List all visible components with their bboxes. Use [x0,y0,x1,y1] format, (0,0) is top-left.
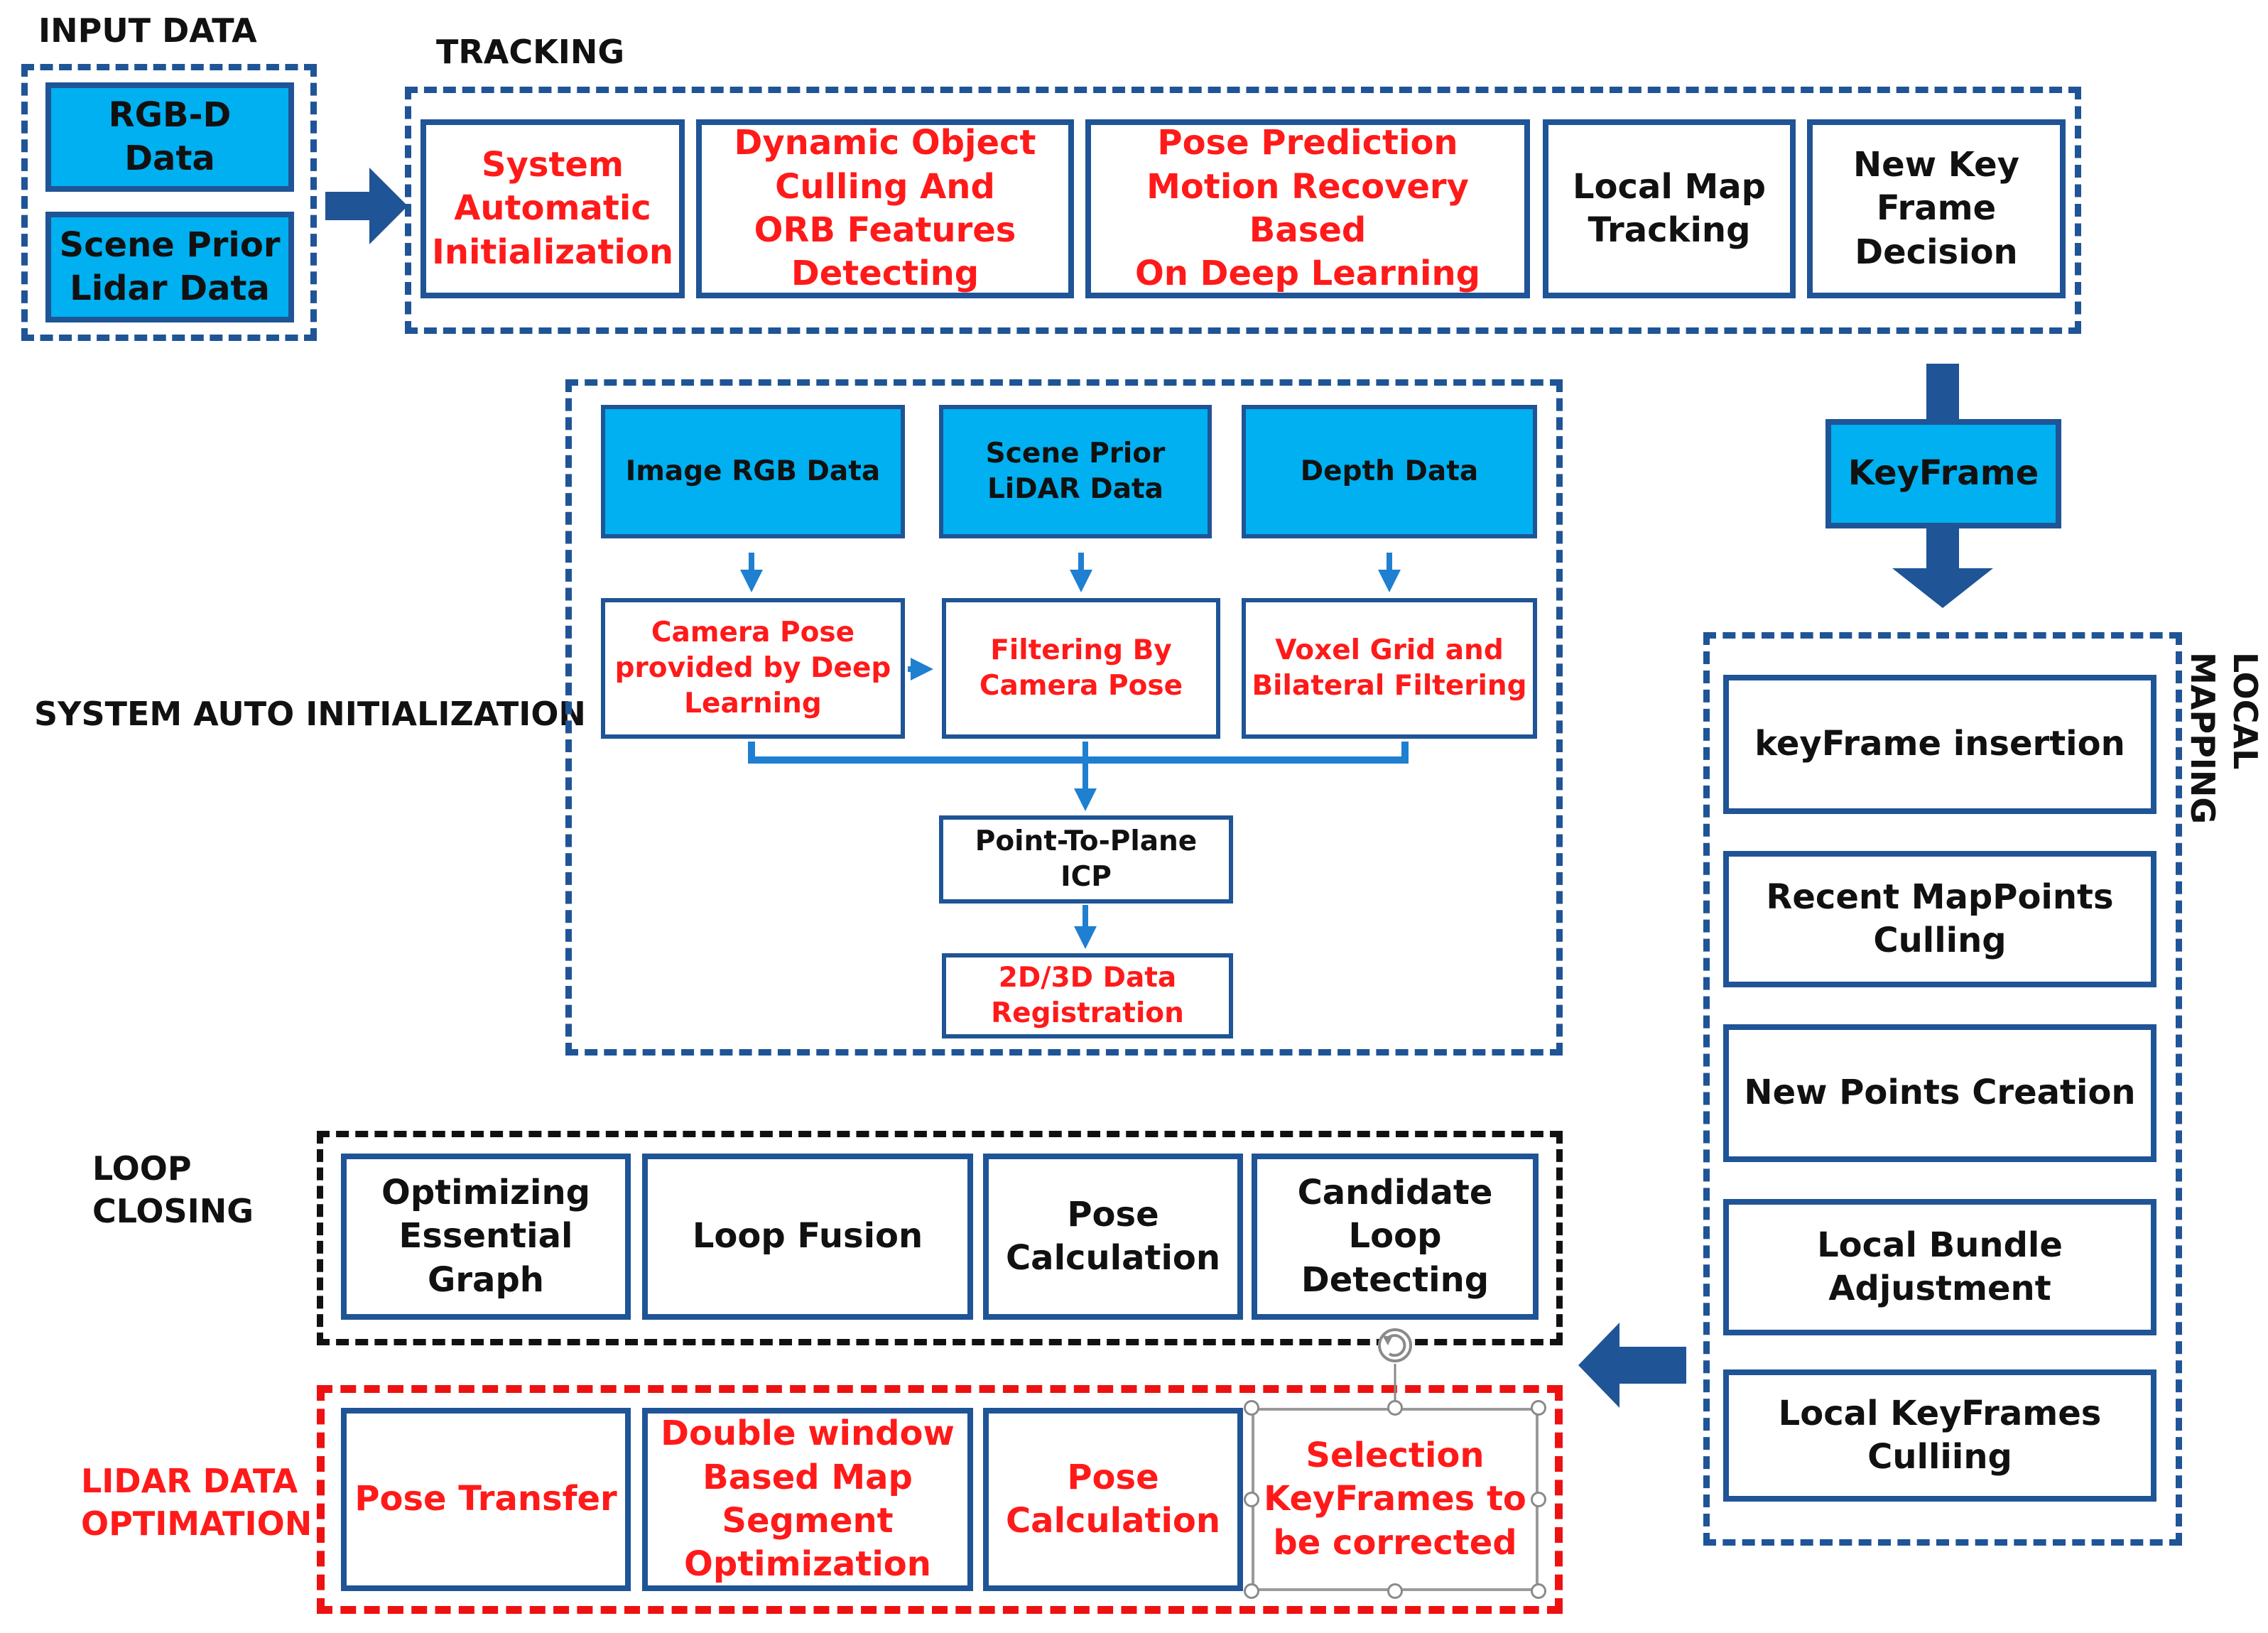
system-auto-init-group [565,379,1563,1056]
tracking-title: TRACKING [436,33,625,71]
scene-prior-lidar-data-box: Scene Prior LiDAR Data [939,405,1212,538]
image-rgb-data-box: Image RGB Data [601,405,905,538]
loop-closing-group [317,1131,1563,1345]
new-points-creation-box: New Points Creation [1723,1024,2156,1162]
local-mapping-group [1703,632,2182,1546]
system-auto-init-title: SYSTEM AUTO INITIALIZATION [34,695,586,733]
resize-handle-top-left[interactable] [1244,1400,1259,1416]
dynamic-object-culling-box: Dynamic Object Culling And ORB Features … [696,119,1074,298]
point-to-plane-icp-box: Point-To-Plane ICP [939,815,1233,904]
pose-transfer-box: Pose Transfer [341,1408,631,1591]
system-automatic-initialization-box: System Automatic Initialization [420,119,685,298]
depth-data-box: Depth Data [1242,405,1537,538]
optimizing-essential-graph-box: Optimizing Essential Graph [341,1154,631,1320]
lidar-data-optimation-title: LIDAR DATA OPTIMATION [81,1462,313,1543]
resize-handle-bottom-left[interactable] [1244,1583,1259,1599]
resize-handle-bottom[interactable] [1387,1583,1403,1599]
scene-prior-lidar-box: Scene Prior Lidar Data [45,212,294,322]
rgbd-data-box: RGB-D Data [45,82,294,192]
input-data-group [21,64,317,341]
data-registration-box: 2D/3D Data Registration [942,953,1233,1038]
input-to-tracking-arrow [325,168,408,244]
local-bundle-adjustment-box: Local Bundle Adjustment [1723,1199,2156,1335]
recent-mappoints-culling-box: Recent MapPoints Culling [1723,851,2156,987]
local-keyframes-culling-box: Local KeyFrames Culliing [1723,1369,2156,1502]
local-mapping-to-loop-closing-arrow [1578,1323,1686,1408]
loop-fusion-box: Loop Fusion [642,1154,973,1320]
resize-handle-top-right[interactable] [1531,1400,1546,1416]
merge-connector [748,742,1409,764]
filtering-by-camera-pose-box: Filtering By Camera Pose [942,598,1220,739]
lidar-optimation-group [317,1385,1563,1614]
loop-closing-title: LOOP CLOSING [92,1149,254,1230]
lidar-pose-calculation-box: Pose Calculation [983,1408,1243,1591]
resize-handle-bottom-right[interactable] [1531,1583,1546,1599]
tracking-group [405,87,2081,334]
voxel-grid-bilateral-filtering-box: Voxel Grid and Bilateral Filtering [1242,598,1537,739]
loop-pose-calculation-box: Pose Calculation [983,1154,1243,1320]
keyframe-to-local-mapping-arrow [1892,528,1993,608]
camera-pose-deep-learning-box: Camera Pose provided by Deep Learning [601,598,905,739]
rotation-handle-icon[interactable] [1378,1328,1412,1362]
resize-handle-right[interactable] [1531,1492,1546,1507]
keyframe-insertion-box: keyFrame insertion [1723,675,2156,814]
local-map-tracking-box: Local Map Tracking [1543,119,1796,298]
pose-prediction-box: Pose Prediction Motion Recovery Based On… [1085,119,1530,298]
keyframe-box: KeyFrame [1825,419,2061,528]
double-window-optimization-box: Double window Based Map Segment Optimiza… [642,1408,973,1591]
tracking-to-keyframe-arrow [1926,364,1959,422]
candidate-loop-detecting-box: Candidate Loop Detecting [1252,1154,1539,1320]
new-keyframe-decision-box: New Key Frame Decision [1807,119,2066,298]
resize-handle-left[interactable] [1244,1492,1259,1507]
input-data-title: INPUT DATA [38,11,257,50]
